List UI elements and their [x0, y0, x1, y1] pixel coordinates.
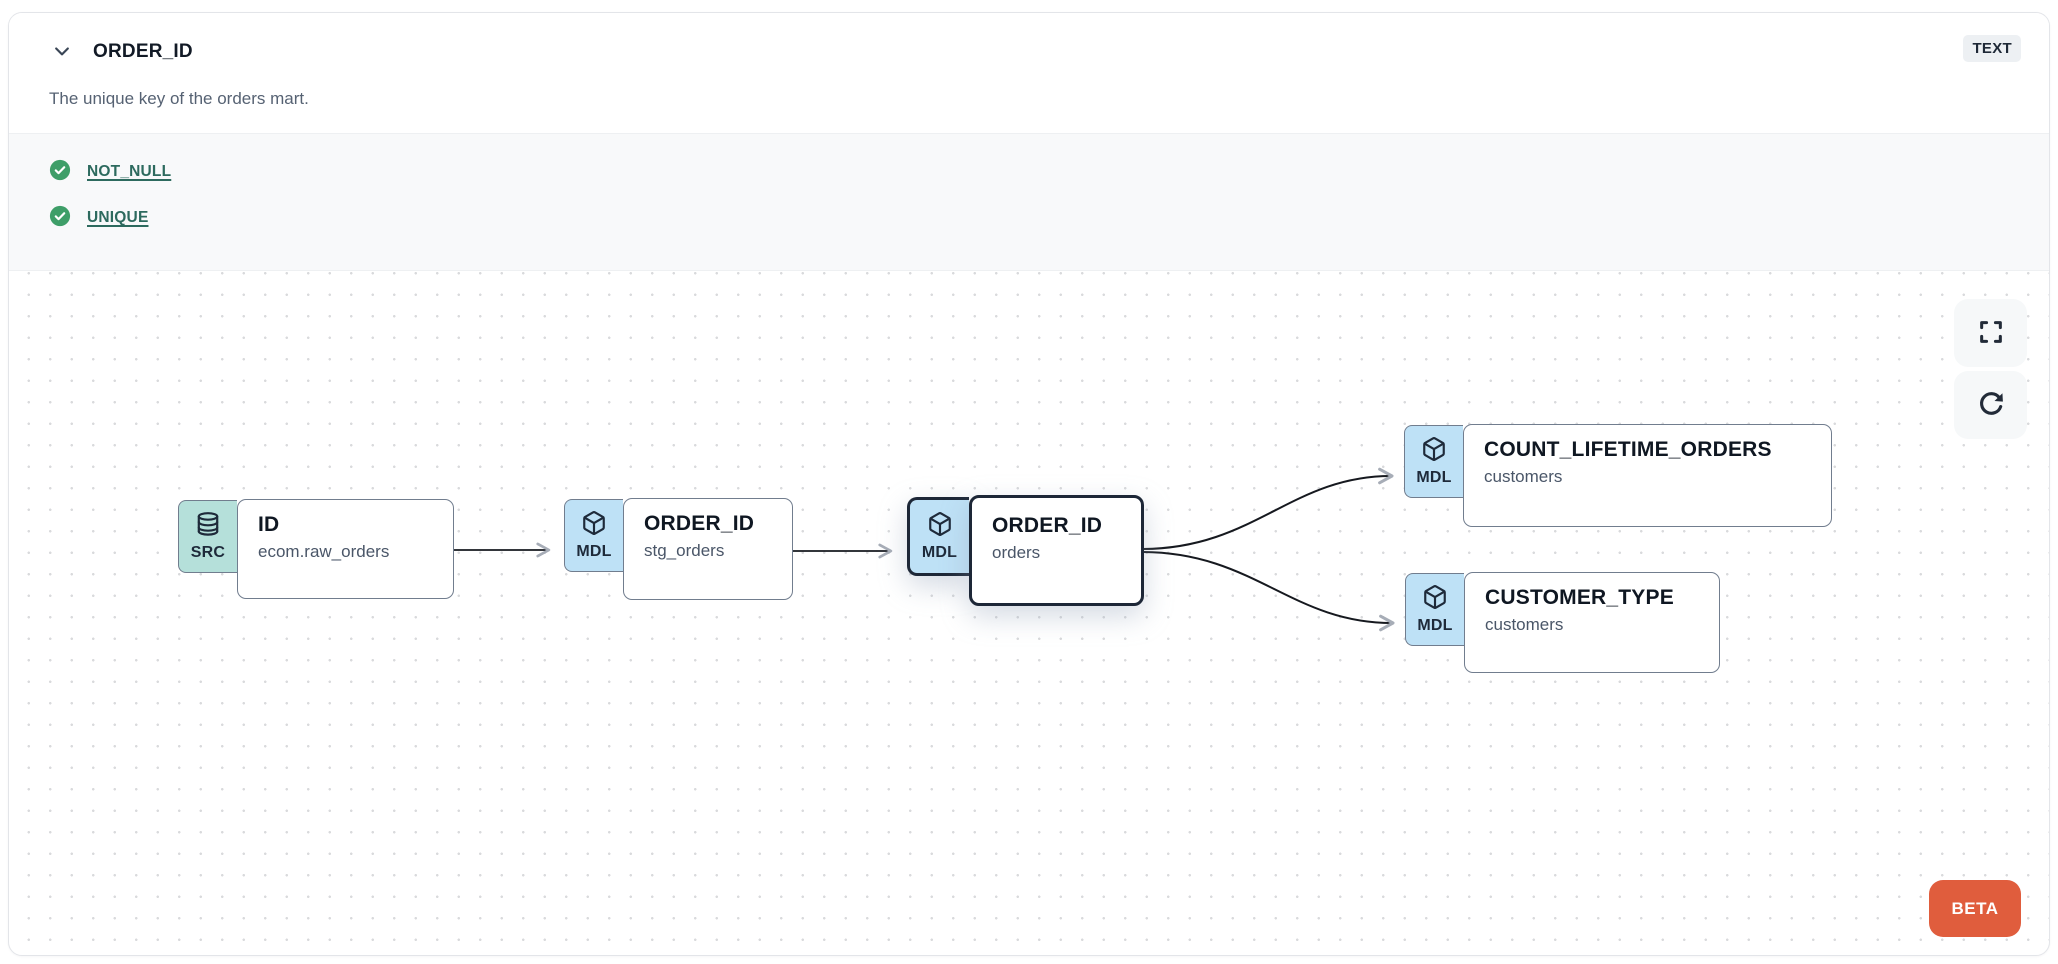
beta-badge: BETA [1929, 880, 2021, 937]
lineage-node-staging[interactable]: MDL ORDER_ID stg_orders [564, 498, 793, 600]
lineage-node-source[interactable]: SRC ID ecom.raw_orders [178, 499, 454, 599]
column-description: The unique key of the orders mart. [49, 89, 309, 108]
node-title: ORDER_ID [992, 514, 1103, 537]
test-link-unique[interactable]: UNIQUE [87, 209, 149, 226]
test-link-not-null[interactable]: NOT_NULL [87, 163, 172, 180]
node-subtitle: customers [1485, 615, 1564, 634]
type-badge: TEXT [1963, 35, 2021, 62]
node-type-badge: MDL [564, 499, 623, 572]
chevron-down-icon [52, 41, 72, 64]
node-title: COUNT_LIFETIME_ORDERS [1484, 438, 1772, 461]
cube-icon [1421, 436, 1447, 467]
column-title: ORDER_ID [93, 41, 193, 62]
lineage-node-selected[interactable]: MDL ORDER_ID orders [907, 495, 1144, 606]
node-type-badge: MDL [1405, 573, 1464, 646]
node-title: ORDER_ID [644, 512, 755, 535]
check-circle-icon [49, 159, 71, 186]
node-type-badge: MDL [1404, 425, 1463, 498]
node-title: ID [258, 513, 280, 536]
node-kind-label: MDL [576, 543, 612, 560]
test-row: UNIQUE [49, 205, 2049, 232]
node-subtitle: ecom.raw_orders [258, 542, 390, 561]
tests-section: NOT_NULL UNIQUE [9, 133, 2049, 271]
node-subtitle: customers [1484, 467, 1563, 486]
lineage-node-customer-type[interactable]: MDL CUSTOMER_TYPE customers [1405, 572, 1720, 673]
node-kind-label: MDL [1417, 617, 1453, 634]
cube-icon [581, 510, 607, 541]
refresh-icon [1977, 390, 2005, 421]
canvas-controls [1954, 299, 2027, 439]
node-card: COUNT_LIFETIME_ORDERS customers [1463, 424, 1832, 527]
node-card: ID ecom.raw_orders [237, 499, 454, 599]
refresh-button[interactable] [1954, 371, 2027, 439]
lineage-canvas[interactable]: SRC ID ecom.raw_orders MDL ORDER_ID [9, 271, 2049, 955]
column-details-panel: ORDER_ID TEXT The unique key of the orde… [8, 12, 2050, 956]
lineage-edges [454, 467, 1395, 632]
node-type-badge: MDL [907, 497, 969, 576]
node-title: CUSTOMER_TYPE [1485, 586, 1674, 609]
collapse-button[interactable] [49, 39, 75, 65]
header: ORDER_ID TEXT The unique key of the orde… [9, 13, 2049, 133]
node-kind-label: SRC [190, 544, 226, 561]
node-subtitle: stg_orders [644, 541, 725, 560]
node-card: CUSTOMER_TYPE customers [1464, 572, 1720, 673]
node-kind-label: MDL [1416, 469, 1452, 486]
node-type-badge: SRC [178, 500, 237, 573]
node-kind-label: MDL [921, 544, 958, 561]
node-subtitle: orders [992, 543, 1041, 562]
node-card: ORDER_ID orders [969, 495, 1144, 606]
cube-icon [1422, 584, 1448, 615]
check-circle-icon [49, 205, 71, 232]
fullscreen-icon [1977, 318, 2005, 349]
cube-icon [927, 511, 953, 542]
node-card: ORDER_ID stg_orders [623, 498, 793, 600]
fullscreen-button[interactable] [1954, 299, 2027, 367]
database-icon [195, 511, 221, 542]
test-row: NOT_NULL [49, 159, 2049, 186]
lineage-node-count-lifetime-orders[interactable]: MDL COUNT_LIFETIME_ORDERS customers [1404, 424, 1832, 527]
